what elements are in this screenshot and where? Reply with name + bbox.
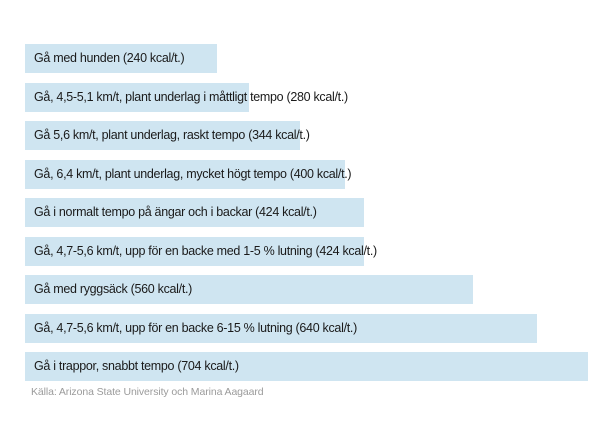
bar: Gå, 4,5-5,1 km/t, plant underlag i måttl… [25, 82, 348, 112]
bar-label: Gå i trappor, snabbt tempo (704 kcal/t.) [34, 359, 239, 373]
bar-label: Gå, 4,7-5,6 km/t, upp för en backe med 1… [34, 243, 377, 258]
bar-row: Gå med ryggsäck (560 kcal/t.) [25, 275, 588, 304]
bar-row: Gå, 4,5-5,1 km/t, plant underlag i måttl… [25, 82, 588, 112]
bar: Gå, 4,7-5,6 km/t, upp för en backe med 1… [25, 236, 377, 266]
bar: Gå i trappor, snabbt tempo (704 kcal/t.) [25, 352, 589, 381]
bar-chart: Gå med hunden (240 kcal/t.) Gå, 4,5-5,1 … [25, 44, 589, 381]
bar: Gå med ryggsäck (560 kcal/t.) [25, 275, 473, 304]
bar-label: Gå, 4,7-5,6 km/t, upp för en backe 6-15 … [34, 320, 357, 335]
bar-row: Gå, 4,7-5,6 km/t, upp för en backe med 1… [25, 236, 588, 266]
bar: Gå 5,6 km/t, plant underlag, raskt tempo… [25, 121, 310, 150]
bar-row: Gå 5,6 km/t, plant underlag, raskt tempo… [25, 121, 588, 150]
bar-row: Gå i trappor, snabbt tempo (704 kcal/t.) [25, 352, 589, 381]
bar-label: Gå i normalt tempo på ängar och i backar… [34, 205, 317, 219]
bar: Gå, 6,4 km/t, plant underlag, mycket hög… [25, 159, 352, 189]
bar-row: Gå, 6,4 km/t, plant underlag, mycket hög… [25, 159, 588, 189]
bar: Gå, 4,7-5,6 km/t, upp för en backe 6-15 … [25, 313, 537, 343]
bar-label: Gå, 4,5-5,1 km/t, plant underlag i måttl… [34, 89, 348, 104]
bar-label: Gå med ryggsäck (560 kcal/t.) [34, 282, 193, 296]
bar-label: Gå, 6,4 km/t, plant underlag, mycket hög… [34, 166, 352, 181]
bar-label: Gå 5,6 km/t, plant underlag, raskt tempo… [34, 128, 310, 142]
bar: Gå med hunden (240 kcal/t.) [25, 44, 217, 73]
source-note: Källa: Arizona State University och Mari… [31, 386, 264, 398]
bar-label: Gå med hunden (240 kcal/t.) [34, 51, 185, 65]
bar-row: Gå i normalt tempo på ängar och i backar… [25, 198, 588, 227]
bar-row: Gå med hunden (240 kcal/t.) [25, 44, 588, 73]
bar-row: Gå, 4,7-5,6 km/t, upp för en backe 6-15 … [25, 313, 588, 343]
bar: Gå i normalt tempo på ängar och i backar… [25, 198, 365, 227]
